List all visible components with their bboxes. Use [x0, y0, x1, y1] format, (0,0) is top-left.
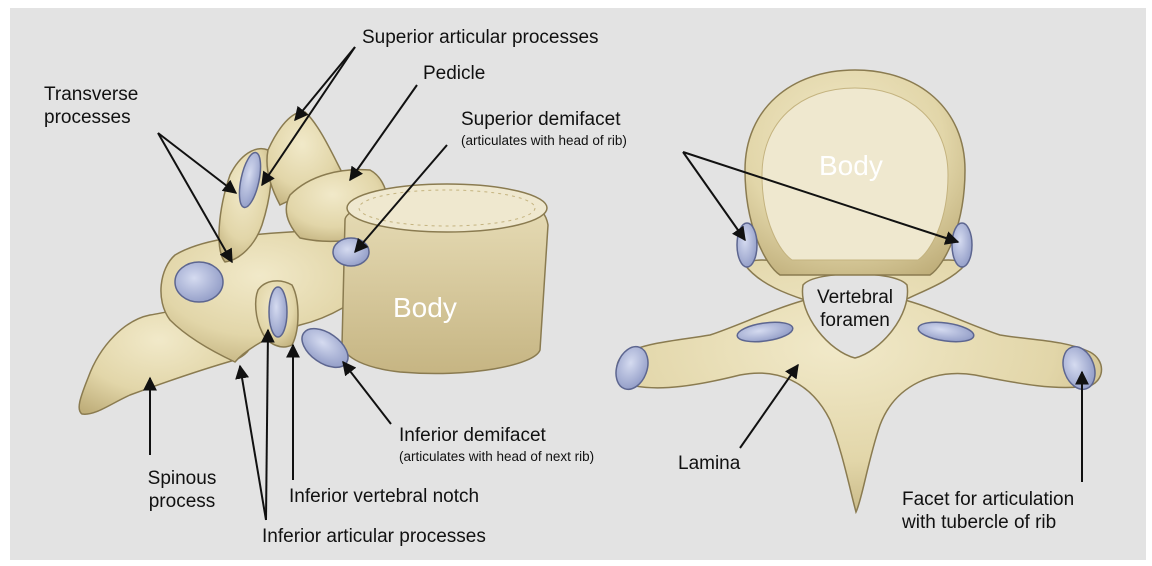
superior-view-vertebra	[615, 69, 1103, 515]
leader-arrows	[143, 46, 1089, 521]
label-inferior-demifacet-note: (articulates with head of next rib)	[399, 449, 595, 464]
arrow-superior-demifacet-right-a	[682, 151, 746, 242]
label-vertebral-foramen: Vertebral foramen	[816, 287, 894, 331]
label-inferior-articular-processes: Inferior articular processes	[262, 526, 486, 547]
arrow-superior-demifacet-left	[354, 144, 448, 254]
left-demifacet	[736, 222, 758, 268]
label-body-lateral: Body	[393, 292, 457, 323]
transverse-costal-facet	[174, 261, 224, 303]
arrow-transverse-b	[157, 132, 233, 264]
left-transverse-costal-facet	[615, 345, 649, 391]
arrow-inferior-articular-b	[260, 328, 275, 521]
arrow-superior-demifacet-right-b	[682, 151, 960, 245]
right-superior-articular-facet	[917, 321, 975, 343]
right-demifacet	[951, 222, 973, 268]
label-facet-tubercle: Facet for articulation with tubercle of …	[902, 489, 1075, 533]
lateral-view-vertebra	[78, 111, 549, 415]
label-inferior-demifacet: Inferior demifacet	[399, 425, 546, 446]
arrow-superior-articular-a	[261, 46, 356, 187]
superior-body-cancellous	[761, 87, 949, 261]
arrow-lamina	[739, 363, 799, 449]
inferior-articular-facet	[268, 286, 288, 338]
superior-articular-facet	[238, 151, 262, 209]
label-superior-demifacet: Superior demifacet	[461, 109, 621, 130]
label-inferior-vertebral-notch: Inferior vertebral notch	[289, 486, 480, 507]
label-body-superior: Body	[819, 150, 883, 181]
label-transverse-processes: Transverse processes	[44, 84, 139, 128]
left-superior-articular-facet	[736, 321, 794, 343]
arrow-pedicle	[349, 84, 418, 182]
label-superior-demifacet-note: (articulates with head of rib)	[461, 133, 627, 148]
arrow-superior-articular-b	[294, 46, 356, 122]
label-spinous-process: Spinous process	[147, 468, 217, 512]
arrow-inferior-articular-a	[235, 364, 267, 521]
label-pedicle: Pedicle	[423, 63, 486, 84]
lateral-body-top	[346, 183, 548, 233]
label-superior-articular-processes: Superior articular processes	[362, 27, 599, 48]
arrow-inferior-demifacet	[342, 360, 392, 425]
label-lamina: Lamina	[678, 453, 741, 474]
arrow-transverse-a	[157, 132, 238, 194]
